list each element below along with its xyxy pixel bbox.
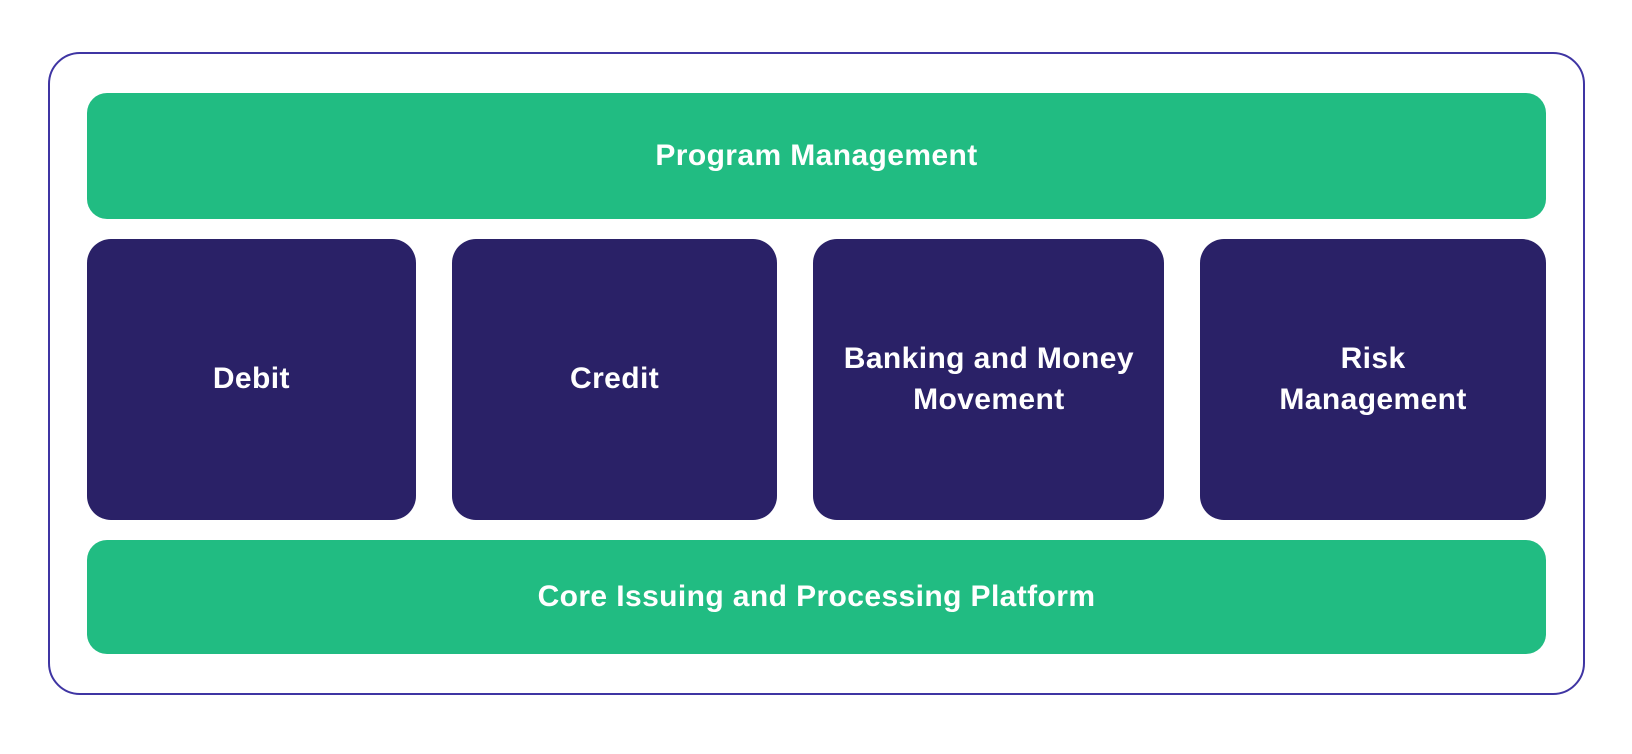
diagram-content: Program Management Debit Credit Banking … (50, 54, 1583, 693)
core-platform-label: Core Issuing and Processing Platform (537, 580, 1096, 613)
capability-box-debit: Debit (87, 239, 416, 520)
banking-money-movement-label: Banking and Money Movement (843, 342, 1134, 416)
capability-row: Debit Credit Banking and Money Movement … (87, 239, 1546, 520)
credit-label: Credit (570, 362, 660, 396)
capability-box-credit: Credit (451, 239, 778, 520)
core-platform-bar: Core Issuing and Processing Platform (87, 540, 1546, 654)
outer-frame: Program Management Debit Credit Banking … (48, 52, 1585, 695)
program-management-label: Program Management (655, 139, 978, 172)
program-management-bar: Program Management (87, 93, 1546, 219)
risk-management-label: Risk Management (1279, 342, 1467, 416)
debit-label: Debit (212, 362, 290, 396)
capability-box-risk-management: Risk Management (1200, 239, 1546, 520)
capability-box-banking-money-movement: Banking and Money Movement (813, 239, 1165, 520)
